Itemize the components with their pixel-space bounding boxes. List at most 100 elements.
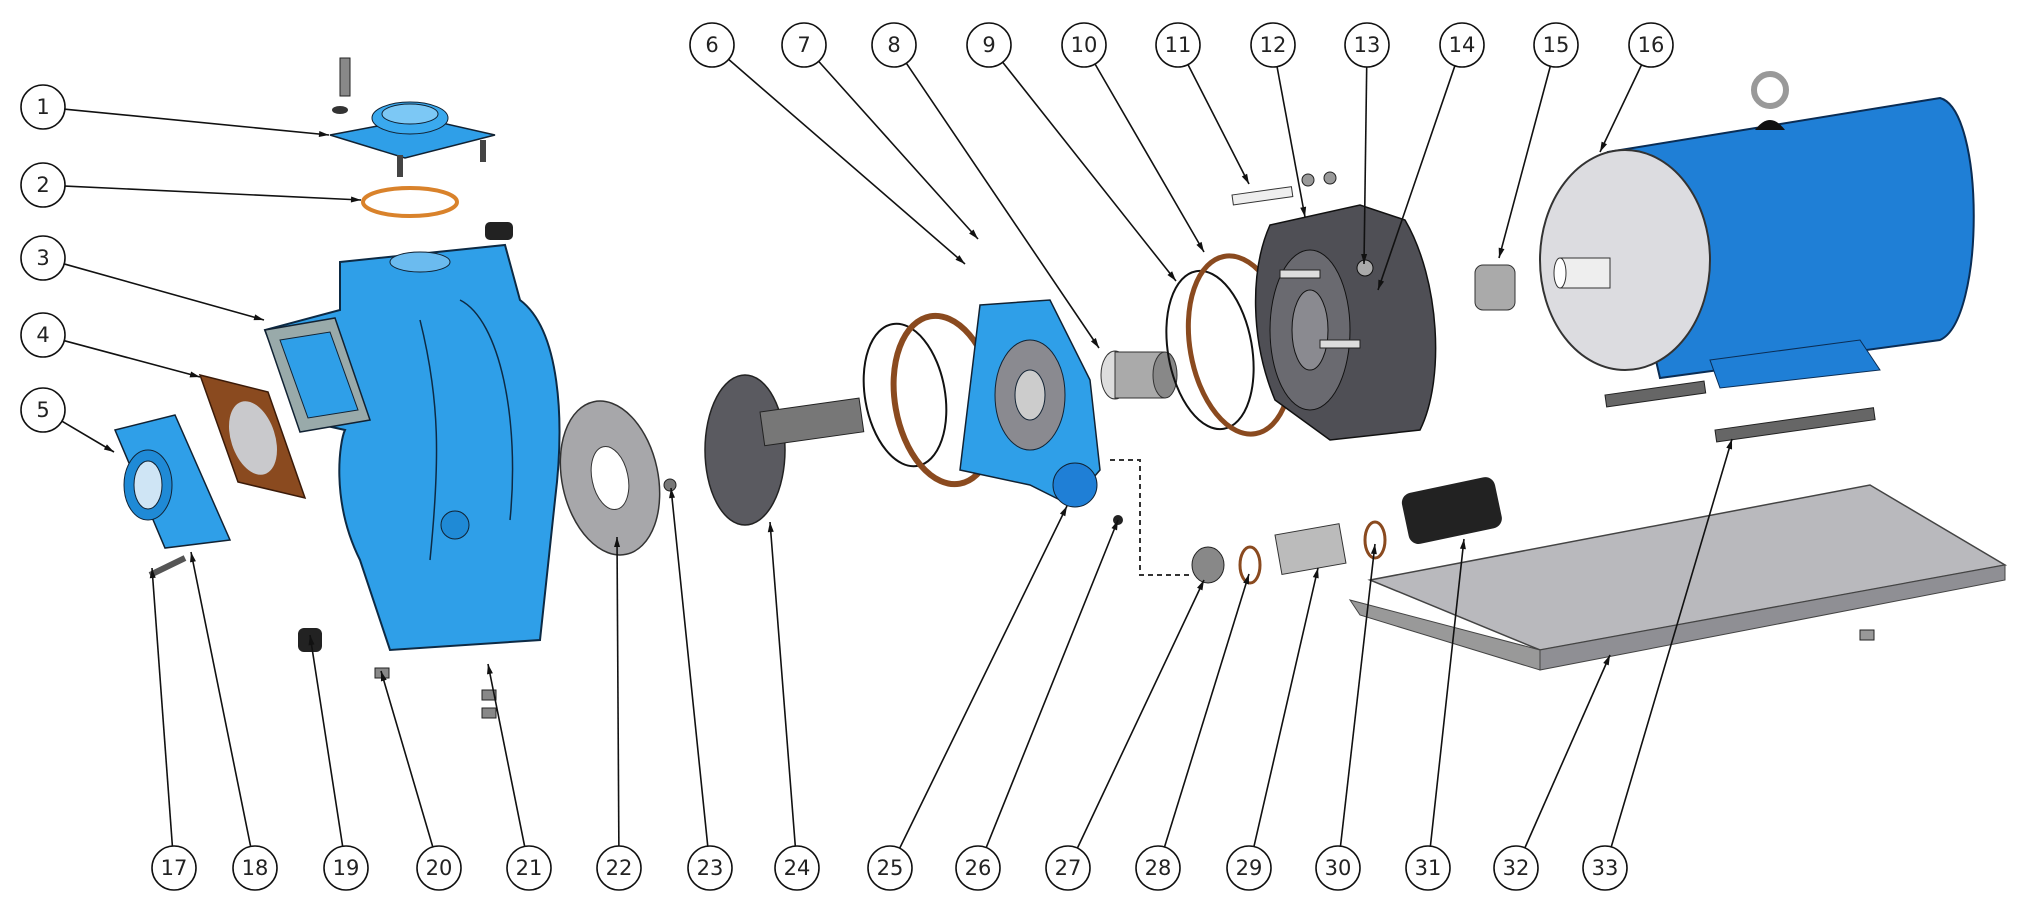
callout-number: 9 <box>982 33 995 57</box>
arrowhead <box>614 537 621 548</box>
leader-line <box>905 62 1100 349</box>
callout-number: 5 <box>36 398 49 422</box>
callout-circle <box>774 845 820 891</box>
callout-9: 9 <box>966 22 1177 282</box>
arrowhead <box>1241 173 1249 184</box>
callout-number: 15 <box>1543 33 1570 57</box>
leader-line <box>380 670 434 848</box>
callout-circle <box>1045 845 1091 891</box>
arrowhead <box>1459 539 1466 550</box>
arrowhead <box>1370 544 1377 555</box>
callout-circle <box>1315 845 1361 891</box>
callout-circle <box>20 235 66 281</box>
leader-line <box>769 521 797 847</box>
leader-line <box>190 551 252 847</box>
callout-18: 18 <box>190 551 278 891</box>
leader-line <box>1377 65 1456 291</box>
arrowhead <box>1361 253 1368 264</box>
part-pump-casing <box>263 243 561 652</box>
callout-5: 5 <box>20 387 115 453</box>
callout-29: 29 <box>1226 567 1319 891</box>
part-discharge-flange <box>329 57 496 177</box>
arrowhead <box>1603 655 1610 666</box>
callout-circle <box>1135 845 1181 891</box>
leader-line <box>1076 579 1205 849</box>
leader-line <box>985 519 1119 848</box>
callout-circle <box>955 845 1001 891</box>
part-coupling <box>1474 264 1516 311</box>
arrowhead <box>487 664 493 675</box>
arrowhead <box>1600 141 1608 152</box>
callout-25: 25 <box>867 505 1068 891</box>
arrowhead <box>318 131 329 138</box>
callout-number: 26 <box>965 856 992 880</box>
callout-22: 22 <box>596 536 642 891</box>
callout-circle <box>596 845 642 891</box>
arrowhead <box>1196 241 1204 252</box>
callout-number: 12 <box>1260 33 1287 57</box>
callout-number: 25 <box>877 856 904 880</box>
callout-number: 19 <box>333 856 360 880</box>
callout-32: 32 <box>1493 654 1611 891</box>
callout-12: 12 <box>1250 22 1307 218</box>
callout-number: 20 <box>426 856 453 880</box>
leader-line <box>818 60 979 240</box>
arrowhead <box>253 314 264 321</box>
part-suction-flange <box>113 414 232 549</box>
callout-circle <box>1061 22 1107 68</box>
arrowhead <box>380 671 387 682</box>
callout-number: 30 <box>1325 856 1352 880</box>
leader-line <box>1163 573 1250 848</box>
callout-circle <box>20 387 66 433</box>
callout-26: 26 <box>955 519 1119 891</box>
leader-line <box>1498 66 1552 259</box>
leader-line <box>1339 543 1376 847</box>
callout-circle <box>20 312 66 358</box>
leader-line <box>63 263 265 321</box>
callout-circle <box>20 84 66 130</box>
callout-number: 22 <box>606 856 633 880</box>
callout-circle <box>687 845 733 891</box>
callout-8: 8 <box>871 22 1100 349</box>
leader-line <box>728 58 966 265</box>
callout-number: 6 <box>705 33 718 57</box>
callout-circle <box>416 845 462 891</box>
leader-line <box>1599 64 1643 153</box>
leader-line <box>64 185 362 201</box>
callout-21: 21 <box>487 663 552 891</box>
leader-line <box>64 339 201 378</box>
callout-circle <box>1582 845 1628 891</box>
callout-3: 3 <box>20 235 265 321</box>
callout-number: 14 <box>1449 33 1476 57</box>
callout-13: 13 <box>1344 22 1390 265</box>
leader-line <box>61 420 115 453</box>
arrowhead <box>1111 520 1118 531</box>
callout-circle <box>689 22 735 68</box>
arrowhead <box>1090 338 1099 348</box>
callout-number: 7 <box>797 33 810 57</box>
callout-17: 17 <box>149 567 197 891</box>
callout-11: 11 <box>1155 22 1250 185</box>
leader-line <box>1610 438 1733 848</box>
arrowhead <box>1243 574 1249 585</box>
leader-line <box>151 567 174 847</box>
part-electric-motor <box>1539 71 1975 443</box>
leader-line <box>1002 61 1177 282</box>
callout-circle <box>1439 22 1485 68</box>
callout-number: 23 <box>697 856 724 880</box>
arrowhead <box>1059 506 1067 517</box>
callout-circle <box>232 845 278 891</box>
callout-circle <box>20 162 66 208</box>
callout-number: 2 <box>36 173 49 197</box>
callout-31: 31 <box>1405 538 1466 891</box>
callout-circle <box>1493 845 1539 891</box>
callout-23: 23 <box>669 487 733 891</box>
part-impeller <box>704 374 865 526</box>
part-mechanical-seal <box>1100 350 1178 400</box>
callout-number: 11 <box>1165 33 1192 57</box>
arrowhead <box>955 255 965 264</box>
leader-line <box>1187 64 1250 185</box>
callout-circle <box>781 22 827 68</box>
callout-15: 15 <box>1498 22 1579 259</box>
